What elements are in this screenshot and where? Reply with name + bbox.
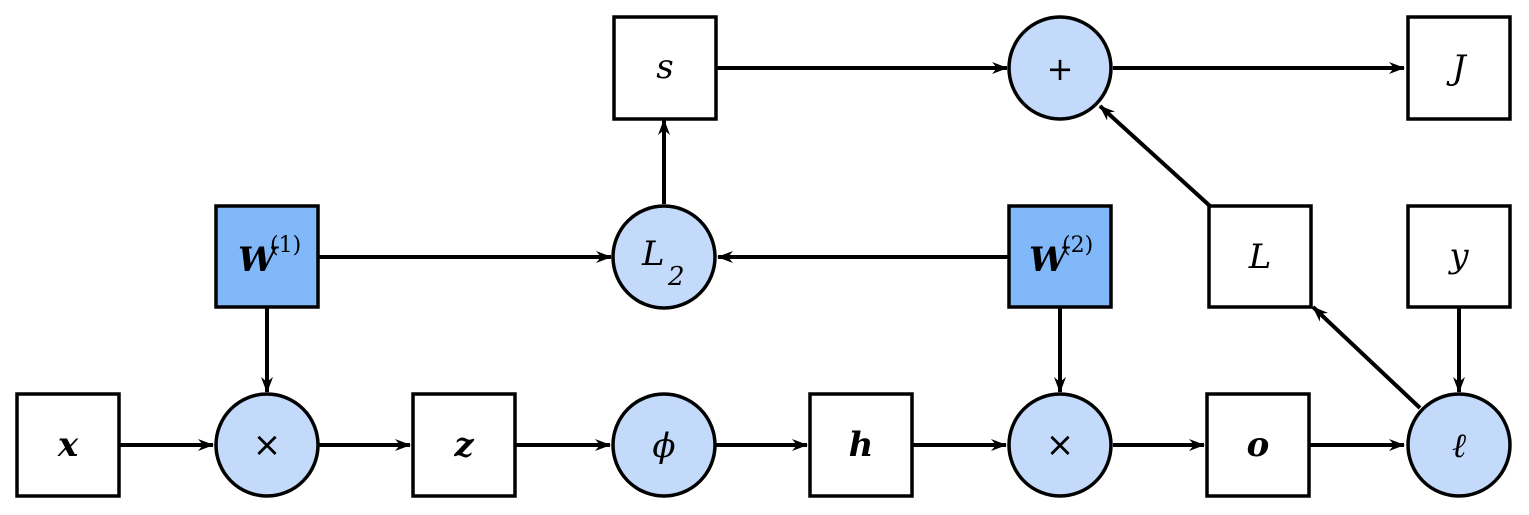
l2-circle [611,204,717,310]
w1-box [214,204,320,309]
mul2-circle [1007,392,1113,498]
w2-superscript: (2) [1062,233,1093,258]
o-label: o [1247,425,1270,465]
node-s: s [612,15,718,121]
mul2-label: × [1046,425,1075,465]
edge-L-to-plus [1098,104,1212,208]
mul1-label: × [253,425,282,465]
o-box [1205,392,1311,498]
node-mul2: × [1007,392,1113,498]
node-o: o [1205,392,1311,498]
L-label: L [1248,237,1272,277]
phi-circle [611,392,717,498]
l2-subscript: 2 [667,262,685,292]
mul1-circle [214,392,320,498]
h-box [808,392,914,498]
s-label: s [656,47,673,87]
node-L: L [1207,204,1313,309]
phi-label: ϕ [652,426,675,466]
node-w1: W (1) [214,204,320,309]
edge-loss-to-L [1311,305,1422,410]
node-phi: ϕ [611,392,717,498]
s-box [612,15,718,121]
y-box [1406,204,1512,309]
h-label: h [849,425,874,465]
x-box [15,392,121,498]
w2-box [1007,204,1113,309]
J-box [1406,15,1512,121]
node-mul1: × [214,392,320,498]
z-label: z [453,425,474,465]
node-l2: L 2 [611,204,717,310]
loss-label: ℓ [1452,426,1466,466]
z-box [411,392,517,498]
node-x: x [15,392,121,498]
L-box [1207,204,1313,309]
J-label: J [1446,48,1468,88]
x-label: x [57,425,79,465]
node-w2: W (2) [1007,204,1113,309]
w2-label: W [1029,240,1070,280]
loss-circle [1406,392,1512,498]
node-z: z [411,392,517,498]
node-J: J [1406,15,1512,121]
node-loss: ℓ [1406,392,1512,498]
node-h: h [808,392,914,498]
l2-label: L [641,234,665,274]
y-label: y [1447,236,1469,276]
edges [118,62,1465,451]
node-plus: + [1007,15,1113,121]
w1-label: W [238,240,279,280]
plus-circle [1007,15,1113,121]
plus-label: + [1047,50,1074,88]
w1-superscript: (1) [270,233,301,258]
node-y: y [1406,204,1512,309]
